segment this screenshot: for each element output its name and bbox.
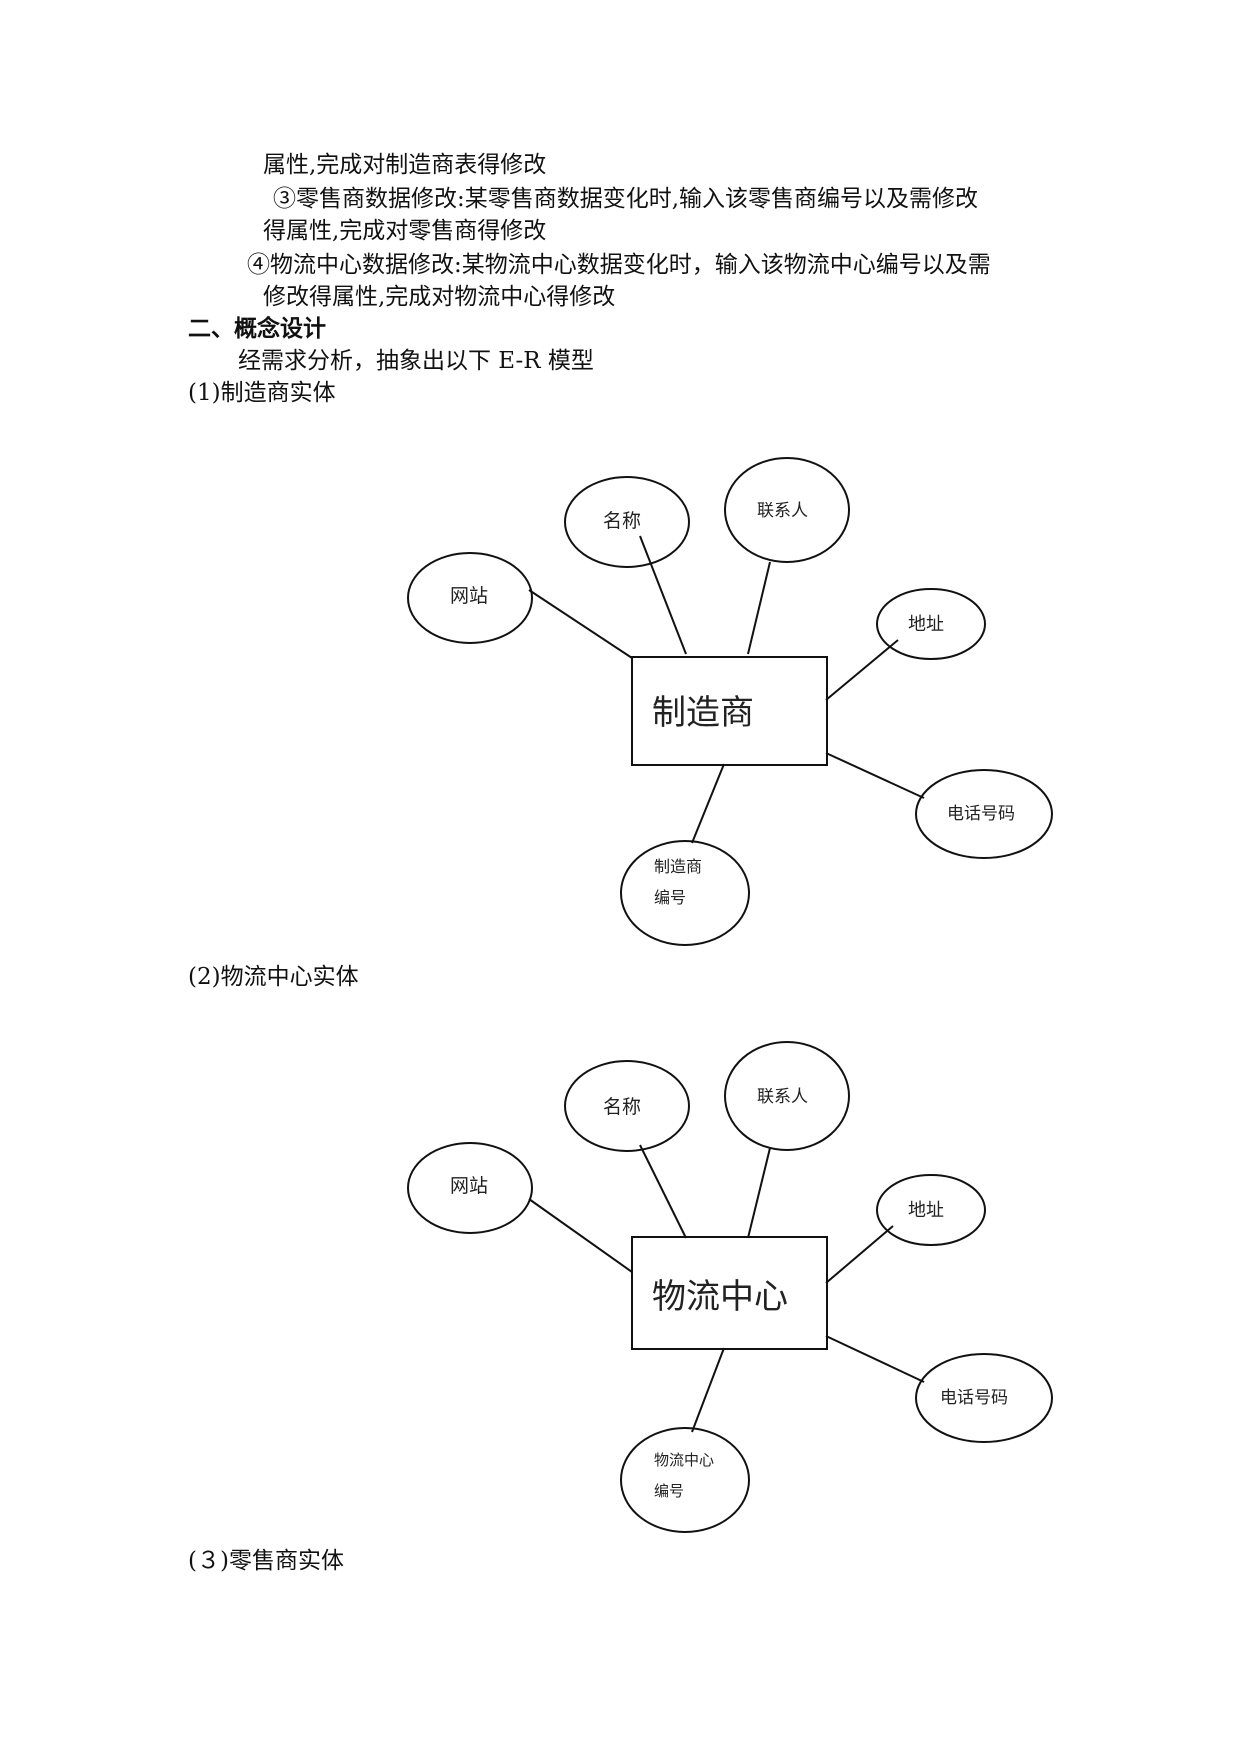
attr-ellipse-website	[407, 552, 533, 644]
attr-ellipse-name	[564, 476, 690, 568]
er-diagram-logistics: 网站 名称 联系人 地址 电话号码 物流中心 编号 物流中心	[0, 1040, 1241, 1540]
attr-ellipse-id	[620, 840, 750, 946]
connector-website	[528, 589, 633, 659]
connector-address	[825, 1225, 894, 1284]
connector-contact	[747, 1147, 771, 1239]
er-diagram-manufacturer-svg: 网站 名称 联系人 地址 电话号码 制造商 编号 制造商	[407, 457, 1053, 946]
text-line-1: 属性,完成对制造商表得修改	[263, 152, 547, 178]
text-line-4: ④物流中心数据修改:某物流中心数据变化时，输入该物流中心编号以及需	[247, 252, 991, 278]
attr-ellipse-phone	[915, 769, 1053, 859]
attr-id-label-line2: 编号	[654, 888, 686, 907]
text-line-2: ③零售商数据修改:某零售商数据变化时,输入该零售商编号以及需修改	[273, 186, 979, 212]
entity-label-logistics: 物流中心	[652, 1277, 788, 1317]
attr-id-label-line1: 物流中心	[654, 1451, 714, 1469]
text-line-5: 修改得属性,完成对物流中心得修改	[263, 284, 616, 310]
attr-phone-label: 电话号码	[940, 1388, 1008, 1408]
er-diagram-logistics-svg: 网站 名称 联系人 地址 电话号码 物流中心 编号 物流中心	[407, 1041, 1053, 1533]
section-heading: 二、概念设计	[188, 315, 326, 342]
connector-phone	[825, 752, 925, 799]
connector-phone	[825, 1335, 925, 1383]
attr-ellipse-address	[876, 588, 986, 660]
attr-ellipse-website	[407, 1142, 533, 1234]
attr-ellipse-address	[876, 1174, 986, 1246]
attr-name-label: 名称	[603, 1096, 641, 1118]
connector-website	[528, 1198, 633, 1273]
intro-text: 经需求分析，抽象出以下 E-R 模型	[238, 348, 594, 374]
entity-box-manufacturer	[631, 656, 828, 766]
attr-website-label: 网站	[450, 585, 488, 607]
connector-id	[691, 763, 725, 844]
connector-name	[639, 1144, 687, 1239]
attr-ellipse-id	[620, 1427, 750, 1533]
attr-contact-label: 联系人	[757, 1087, 808, 1107]
attr-ellipse-contact	[724, 457, 850, 563]
text-line-3: 得属性,完成对零售商得修改	[263, 218, 547, 244]
attr-name-label: 名称	[603, 510, 641, 532]
attr-address-label: 地址	[908, 614, 944, 635]
attr-ellipse-contact	[724, 1041, 850, 1151]
connector-address	[825, 639, 899, 701]
attr-contact-label: 联系人	[757, 501, 808, 521]
caption-retailer: (３)零售商实体	[188, 1548, 344, 1574]
attr-ellipse-name	[564, 1060, 690, 1152]
entity-label-manufacturer: 制造商	[652, 693, 754, 733]
connector-contact	[747, 561, 771, 655]
attr-phone-label: 电话号码	[947, 804, 1015, 824]
attr-id-label-line1: 制造商	[654, 857, 702, 876]
caption-logistics: (2)物流中心实体	[188, 964, 359, 990]
connector-id	[691, 1347, 725, 1433]
attr-ellipse-phone	[915, 1353, 1053, 1443]
attr-id-label-line2: 编号	[654, 1482, 684, 1500]
connector-name	[639, 535, 687, 655]
attr-website-label: 网站	[450, 1175, 488, 1197]
er-diagram-manufacturer: 网站 名称 联系人 地址 电话号码 制造商 编号 制造商	[0, 440, 1241, 960]
entity-box-logistics	[631, 1236, 828, 1350]
caption-manufacturer: (1)制造商实体	[188, 380, 336, 406]
attr-address-label: 地址	[908, 1200, 944, 1221]
